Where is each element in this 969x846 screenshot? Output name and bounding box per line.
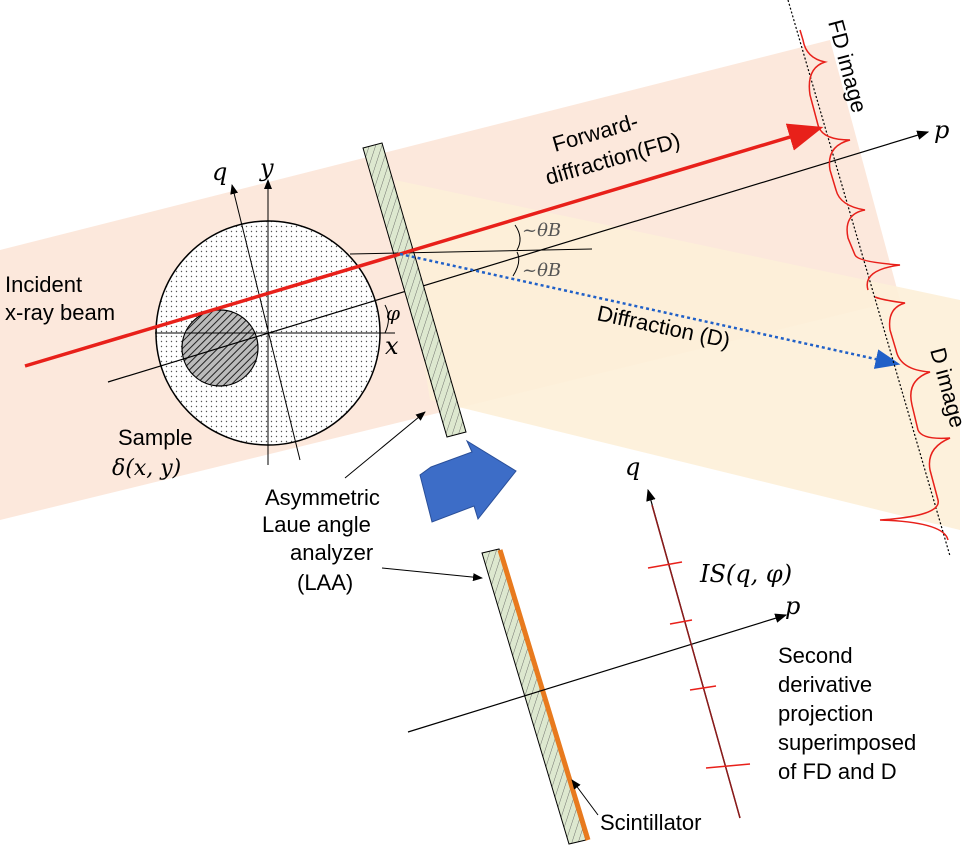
transition-arrow: [419, 439, 517, 523]
second-label-2: derivative: [778, 672, 872, 697]
delta-label: δ(x, y): [112, 456, 181, 481]
theta-arc-upper: [514, 224, 521, 251]
scintillator-layer[interactable]: [497, 549, 591, 841]
scintillator-pointer: [571, 779, 599, 816]
incident-label-2: x-ray beam: [5, 300, 115, 325]
is-profile-line: [651, 504, 741, 819]
axis-p2-label: p: [785, 592, 800, 620]
theta-label-2: ~θB: [522, 260, 561, 281]
laa-pointer-lower: [381, 567, 483, 582]
laa-label-1: Asymmetric: [265, 485, 380, 510]
incident-label: Incident: [5, 272, 82, 297]
axis-q-label: q: [212, 158, 227, 186]
second-label-3: projection: [778, 701, 873, 726]
axis-x-label: x: [385, 332, 399, 360]
incident-beam: [24, 252, 401, 368]
axis-q2-label: q: [625, 453, 640, 481]
theta-label-1: ~θB: [522, 220, 561, 241]
second-label-5: of FD and D: [778, 759, 897, 784]
phi-label: φ: [386, 301, 400, 325]
sample-label: Sample: [118, 425, 193, 450]
laa-pointer: [344, 411, 426, 479]
laa-label-3: analyzer: [290, 540, 373, 565]
d-profile: [874, 296, 951, 541]
axis-y-label: y: [259, 154, 274, 182]
q-axis: [230, 184, 301, 461]
phi-arc: [384, 304, 389, 334]
theta-reference-line: [349, 248, 593, 255]
second-label-4: superimposed: [778, 730, 916, 755]
laa-crystal[interactable]: [362, 142, 467, 438]
is-tick: [647, 561, 683, 569]
is-tick: [705, 763, 751, 769]
theta-arc-lower: [512, 251, 520, 277]
laa-label-2: Laue angle: [262, 512, 371, 537]
is-label: IS(q, φ): [699, 560, 792, 588]
diffraction-band: [395, 180, 960, 530]
laa-label-4: (LAA): [297, 570, 353, 595]
axis-p-label: p: [934, 116, 949, 144]
second-label-1: Second: [778, 643, 853, 668]
fd-profile: [799, 29, 901, 291]
p-axis: [107, 130, 930, 383]
scintillator-label: Scintillator: [600, 810, 701, 835]
forward-diffraction-beam: [399, 123, 824, 256]
laa-crystal-bottom[interactable]: [481, 548, 587, 845]
p-axis-lower: [407, 613, 788, 733]
is-tick: [669, 619, 693, 625]
diffraction-beam: [399, 252, 901, 369]
is-tick: [689, 685, 717, 691]
